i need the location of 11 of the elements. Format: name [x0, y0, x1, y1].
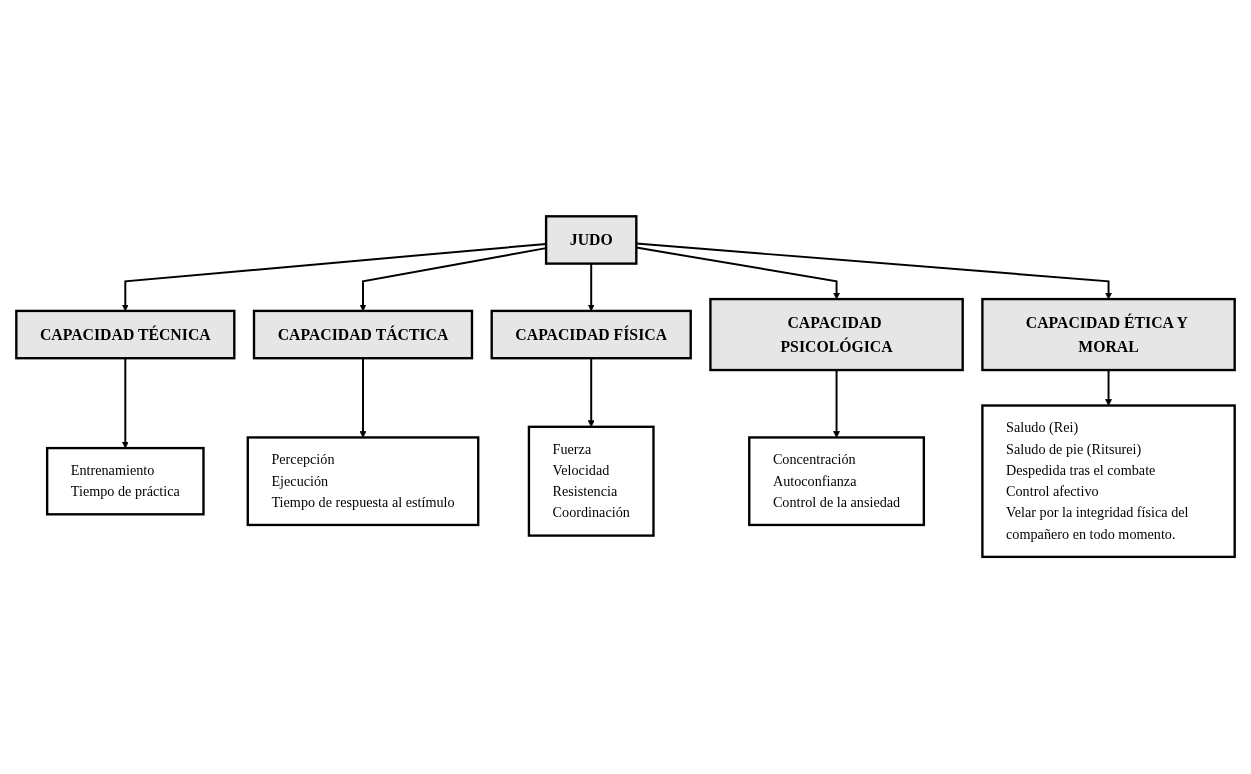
node-box: CAPACIDAD ÉTICA Y MORAL: [981, 298, 1236, 372]
node-box: Concentración Autoconfianza Control de la ansiedad: [748, 436, 926, 527]
node-box: Entrenamiento Tiempo de práctica: [45, 447, 205, 516]
node-box: JUDO: [544, 215, 638, 266]
node-box: CAPACIDAD FÍSICA: [490, 310, 692, 360]
node-box: Saludo (Rei) Saludo de pie (Ritsurei) Despedida tras el combate Control afectivo Velar por la integridad física del compañero en todo momento.: [981, 404, 1236, 559]
node-box: CAPACIDAD TÁCTICA: [252, 310, 474, 360]
node-box: Fuerza Velocidad Resistencia Coordinación: [527, 426, 655, 538]
node-box: Percepción Ejecución Tiempo de respuesta al estímulo: [246, 436, 480, 527]
node-box: CAPACIDAD PSICOLÓGICA: [709, 298, 964, 372]
node-box: CAPACIDAD TÉCNICA: [15, 310, 236, 360]
